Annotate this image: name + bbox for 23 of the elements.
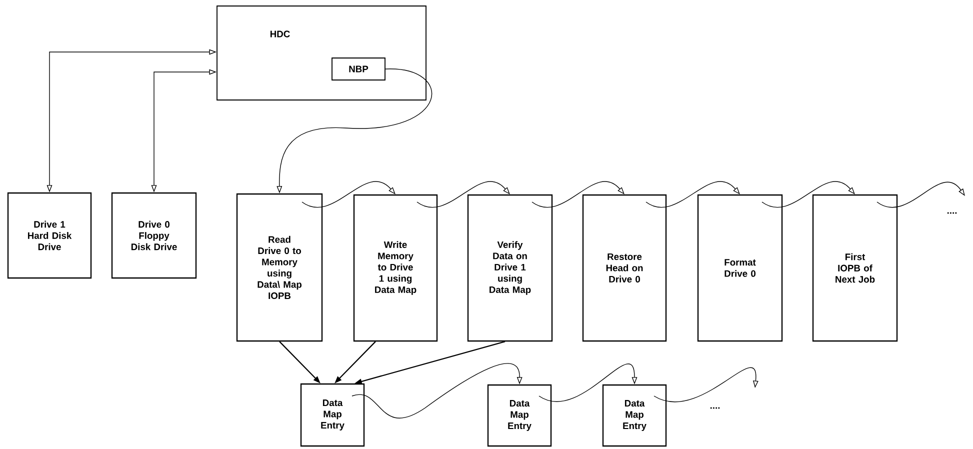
arrow (646, 181, 740, 208)
arrow (538, 364, 638, 402)
arrow (654, 368, 758, 402)
ellipsis: .... (947, 212, 957, 214)
drive-box: Drive 0 Floppy Disk Drive (111, 192, 197, 279)
command-box: Write Memory to Drive 1 using Data Map (353, 194, 438, 342)
command-box: First IOPB of Next Job (812, 194, 898, 342)
data-map-box: Data Map Entry (300, 383, 365, 447)
arrow (532, 181, 624, 208)
ellipsis: .... (710, 407, 720, 409)
data-map-box: Data Map Entry (602, 384, 667, 447)
arrow (352, 363, 522, 418)
arrow (876, 182, 965, 208)
drive-box: Drive 1 Hard Disk Drive (7, 192, 92, 279)
command-box: Restore Head on Drive 0 (582, 194, 667, 342)
arrow (762, 181, 855, 208)
data-map-box: Data Map Entry (487, 384, 552, 447)
arrow (416, 181, 510, 208)
command-box: Format Drive 0 (697, 194, 783, 342)
pointer-box: NBP (332, 58, 386, 80)
arrow (302, 181, 396, 208)
command-box: Read Drive 0 to Memory using Data\ Map IOPB (236, 193, 323, 342)
command-box: Verify Data on Drive 1 using Data Map (467, 194, 553, 342)
